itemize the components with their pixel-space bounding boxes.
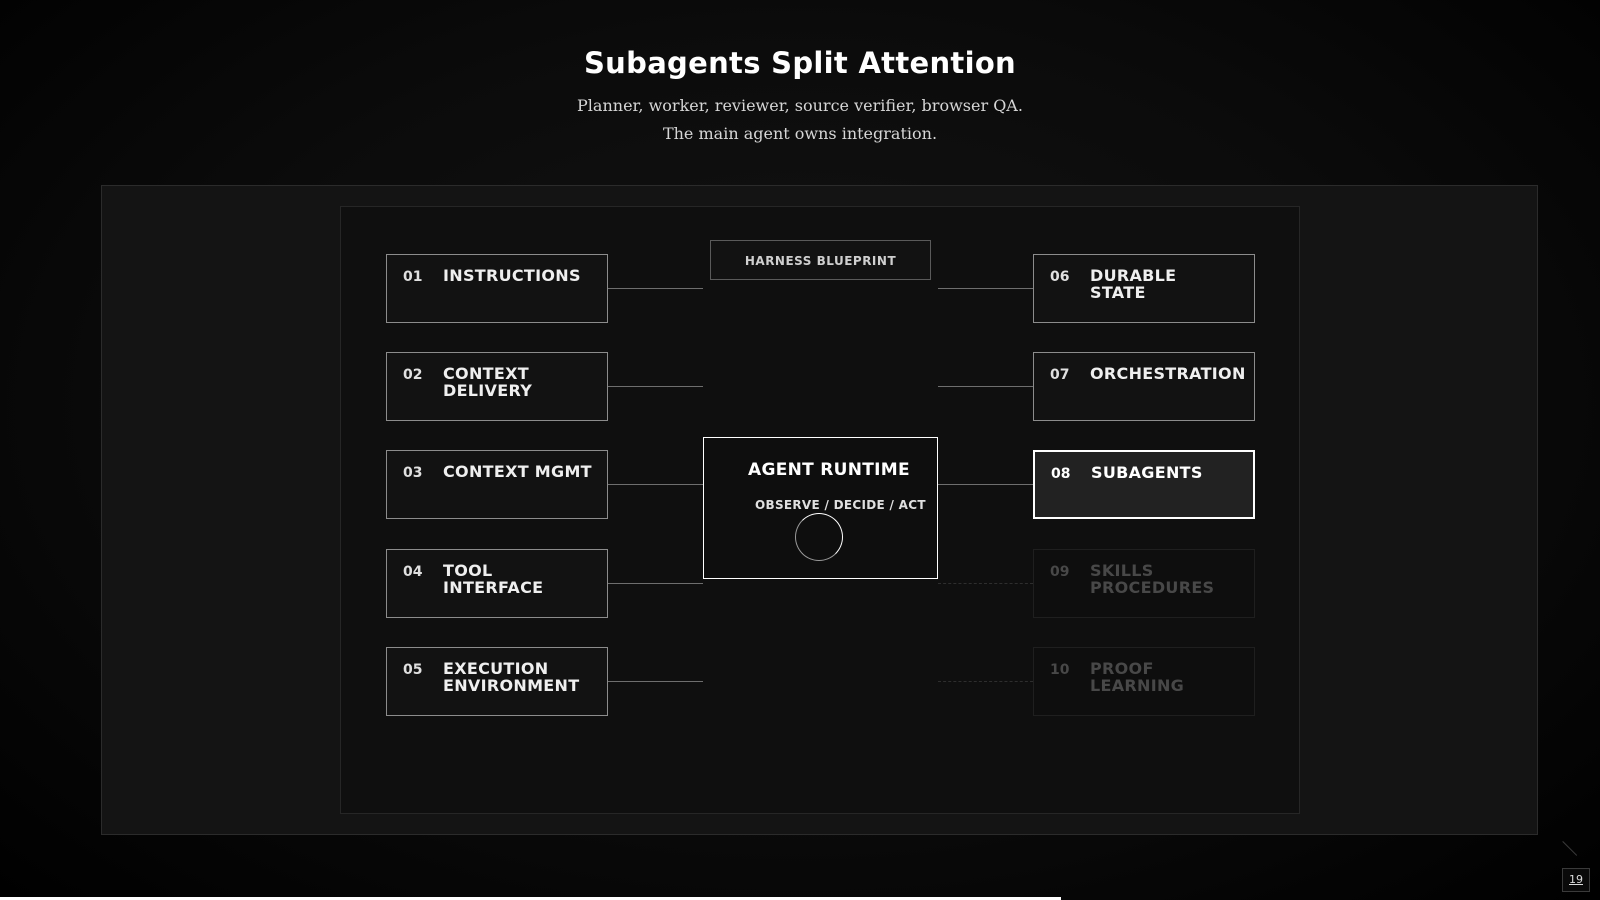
node-subagents[interactable]: 08 SUBAGENTS — [1033, 450, 1255, 519]
slide-title: Subagents Split Attention — [584, 46, 1016, 80]
node-instructions[interactable]: 01 INSTRUCTIONS — [386, 254, 608, 323]
connector-07 — [938, 386, 1033, 387]
connector-06 — [938, 288, 1033, 289]
node-label: SUBAGENTS — [1091, 463, 1203, 482]
node-number: 02 — [403, 367, 423, 383]
node-number: 03 — [403, 465, 423, 481]
page-number[interactable]: 19 — [1562, 868, 1590, 892]
node-number: 07 — [1050, 367, 1070, 383]
node-number: 01 — [403, 269, 423, 285]
agent-runtime-box[interactable]: AGENT RUNTIME OBSERVE / DECIDE / ACT — [703, 437, 938, 579]
node-label: DURABLE STATE — [1090, 266, 1177, 302]
loading-spinner-icon — [795, 513, 843, 561]
node-number: 09 — [1050, 564, 1070, 580]
node-number: 04 — [403, 564, 423, 580]
node-skills-procedures[interactable]: 09 SKILLS PROCEDURES — [1033, 549, 1255, 618]
node-tool-interface[interactable]: 04 TOOL INTERFACE — [386, 549, 608, 618]
connector-01 — [608, 288, 703, 289]
harness-blueprint-label: HARNESS BLUEPRINT — [710, 240, 931, 280]
connector-09 — [938, 583, 1033, 584]
slide-subtitle-line-2: The main agent owns integration. — [662, 124, 938, 143]
slide-subtitle-line-1: Planner, worker, reviewer, source verifi… — [577, 96, 1023, 115]
connector-08 — [938, 484, 1033, 485]
node-context-delivery[interactable]: 02 CONTEXT DELIVERY — [386, 352, 608, 421]
node-number: 05 — [403, 662, 423, 678]
node-context-mgmt[interactable]: 03 CONTEXT MGMT — [386, 450, 608, 519]
connector-03 — [608, 484, 703, 485]
node-label: SKILLS PROCEDURES — [1090, 561, 1215, 597]
connector-04 — [608, 583, 703, 584]
node-execution-environment[interactable]: 05 EXECUTION ENVIRONMENT — [386, 647, 608, 716]
node-label: EXECUTION ENVIRONMENT — [443, 659, 580, 695]
node-number: 08 — [1051, 466, 1071, 482]
connector-10 — [938, 681, 1033, 682]
node-number: 06 — [1050, 269, 1070, 285]
runtime-subtitle: OBSERVE / DECIDE / ACT — [755, 498, 926, 512]
node-label: INSTRUCTIONS — [443, 266, 581, 285]
node-orchestration[interactable]: 07 ORCHESTRATION — [1033, 352, 1255, 421]
node-number: 10 — [1050, 662, 1070, 678]
node-label: PROOF LEARNING — [1090, 659, 1185, 695]
node-proof-learning[interactable]: 10 PROOF LEARNING — [1033, 647, 1255, 716]
node-label: ORCHESTRATION — [1090, 364, 1246, 383]
runtime-title: AGENT RUNTIME — [748, 460, 910, 480]
slide-progress-bar — [0, 897, 1061, 900]
connector-02 — [608, 386, 703, 387]
node-durable-state[interactable]: 06 DURABLE STATE — [1033, 254, 1255, 323]
corner-decoration — [1548, 841, 1578, 870]
connector-05 — [608, 681, 703, 682]
node-label: CONTEXT DELIVERY — [443, 364, 533, 400]
node-label: TOOL INTERFACE — [443, 561, 544, 597]
node-label: CONTEXT MGMT — [443, 462, 592, 481]
